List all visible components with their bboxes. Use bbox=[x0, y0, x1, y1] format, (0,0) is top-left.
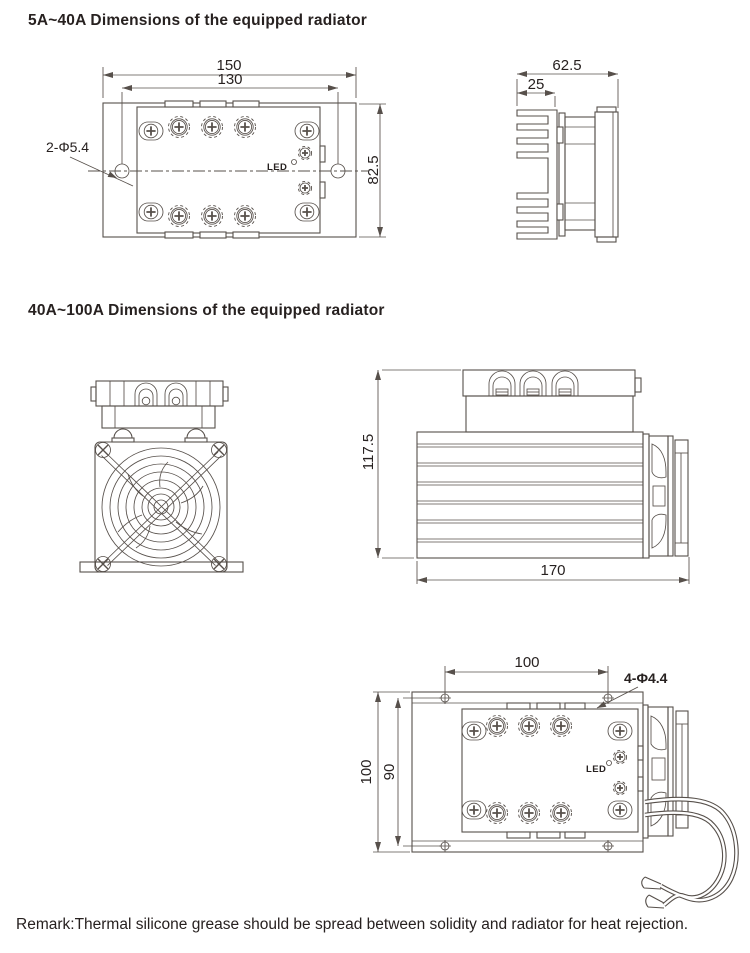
dim-170: 170 bbox=[540, 562, 565, 579]
relay-side-body bbox=[564, 116, 596, 231]
section2-title: 40A~100A Dimensions of the equipped radi… bbox=[28, 302, 385, 319]
fan-side bbox=[642, 433, 689, 559]
led-label: LED bbox=[267, 162, 287, 173]
radiator-fin-lines bbox=[417, 443, 643, 543]
front-view-40a-100a bbox=[79, 380, 244, 573]
dim-62-5: 62.5 bbox=[552, 57, 581, 74]
terminal-cover bbox=[95, 380, 224, 407]
fan-side-top-view bbox=[642, 704, 689, 839]
dim-117-5: 117.5 bbox=[360, 434, 377, 470]
led-indicator-top bbox=[606, 760, 612, 766]
front-view-5a-40a: LED 150 130 82.5 2-Φ5.4 bbox=[46, 57, 386, 239]
dim-25: 25 bbox=[528, 76, 545, 93]
dim-90: 90 bbox=[381, 764, 398, 781]
fan-wires bbox=[641, 796, 739, 909]
relay-block bbox=[465, 395, 634, 433]
fan-grille bbox=[101, 447, 222, 567]
remark-note: Remark:Thermal silicone grease should be… bbox=[16, 916, 689, 933]
dim-100-top: 100 bbox=[514, 654, 539, 671]
fork-terminal-1 bbox=[641, 876, 662, 890]
led-label-top-view: LED bbox=[586, 764, 606, 775]
fork-terminal-2 bbox=[645, 894, 665, 909]
dim-150: 150 bbox=[216, 57, 241, 74]
base-plate bbox=[79, 561, 244, 573]
side-view-5a-40a: 62.5 25 bbox=[516, 57, 619, 243]
led-indicator bbox=[291, 159, 297, 165]
side-view-40a-100a: 117.5 170 bbox=[360, 369, 690, 584]
dim-82-5: 82.5 bbox=[365, 155, 382, 184]
section1-title: 5A~40A Dimensions of the equipped radiat… bbox=[28, 12, 367, 29]
dim-130: 130 bbox=[217, 71, 242, 88]
relay-body bbox=[136, 106, 321, 234]
relay-front-cover bbox=[594, 111, 619, 238]
dim-100-left: 100 bbox=[358, 759, 375, 784]
terminal-arches bbox=[488, 370, 579, 396]
heatsink-fins bbox=[516, 109, 558, 240]
relay-lower-body bbox=[101, 405, 216, 429]
hole-callout: 2-Φ5.4 bbox=[46, 139, 89, 155]
top-view-40a-100a: LED bbox=[358, 654, 739, 909]
radiator-plate bbox=[102, 102, 357, 238]
hole-callout-top-view: 4-Φ4.4 bbox=[624, 670, 668, 686]
